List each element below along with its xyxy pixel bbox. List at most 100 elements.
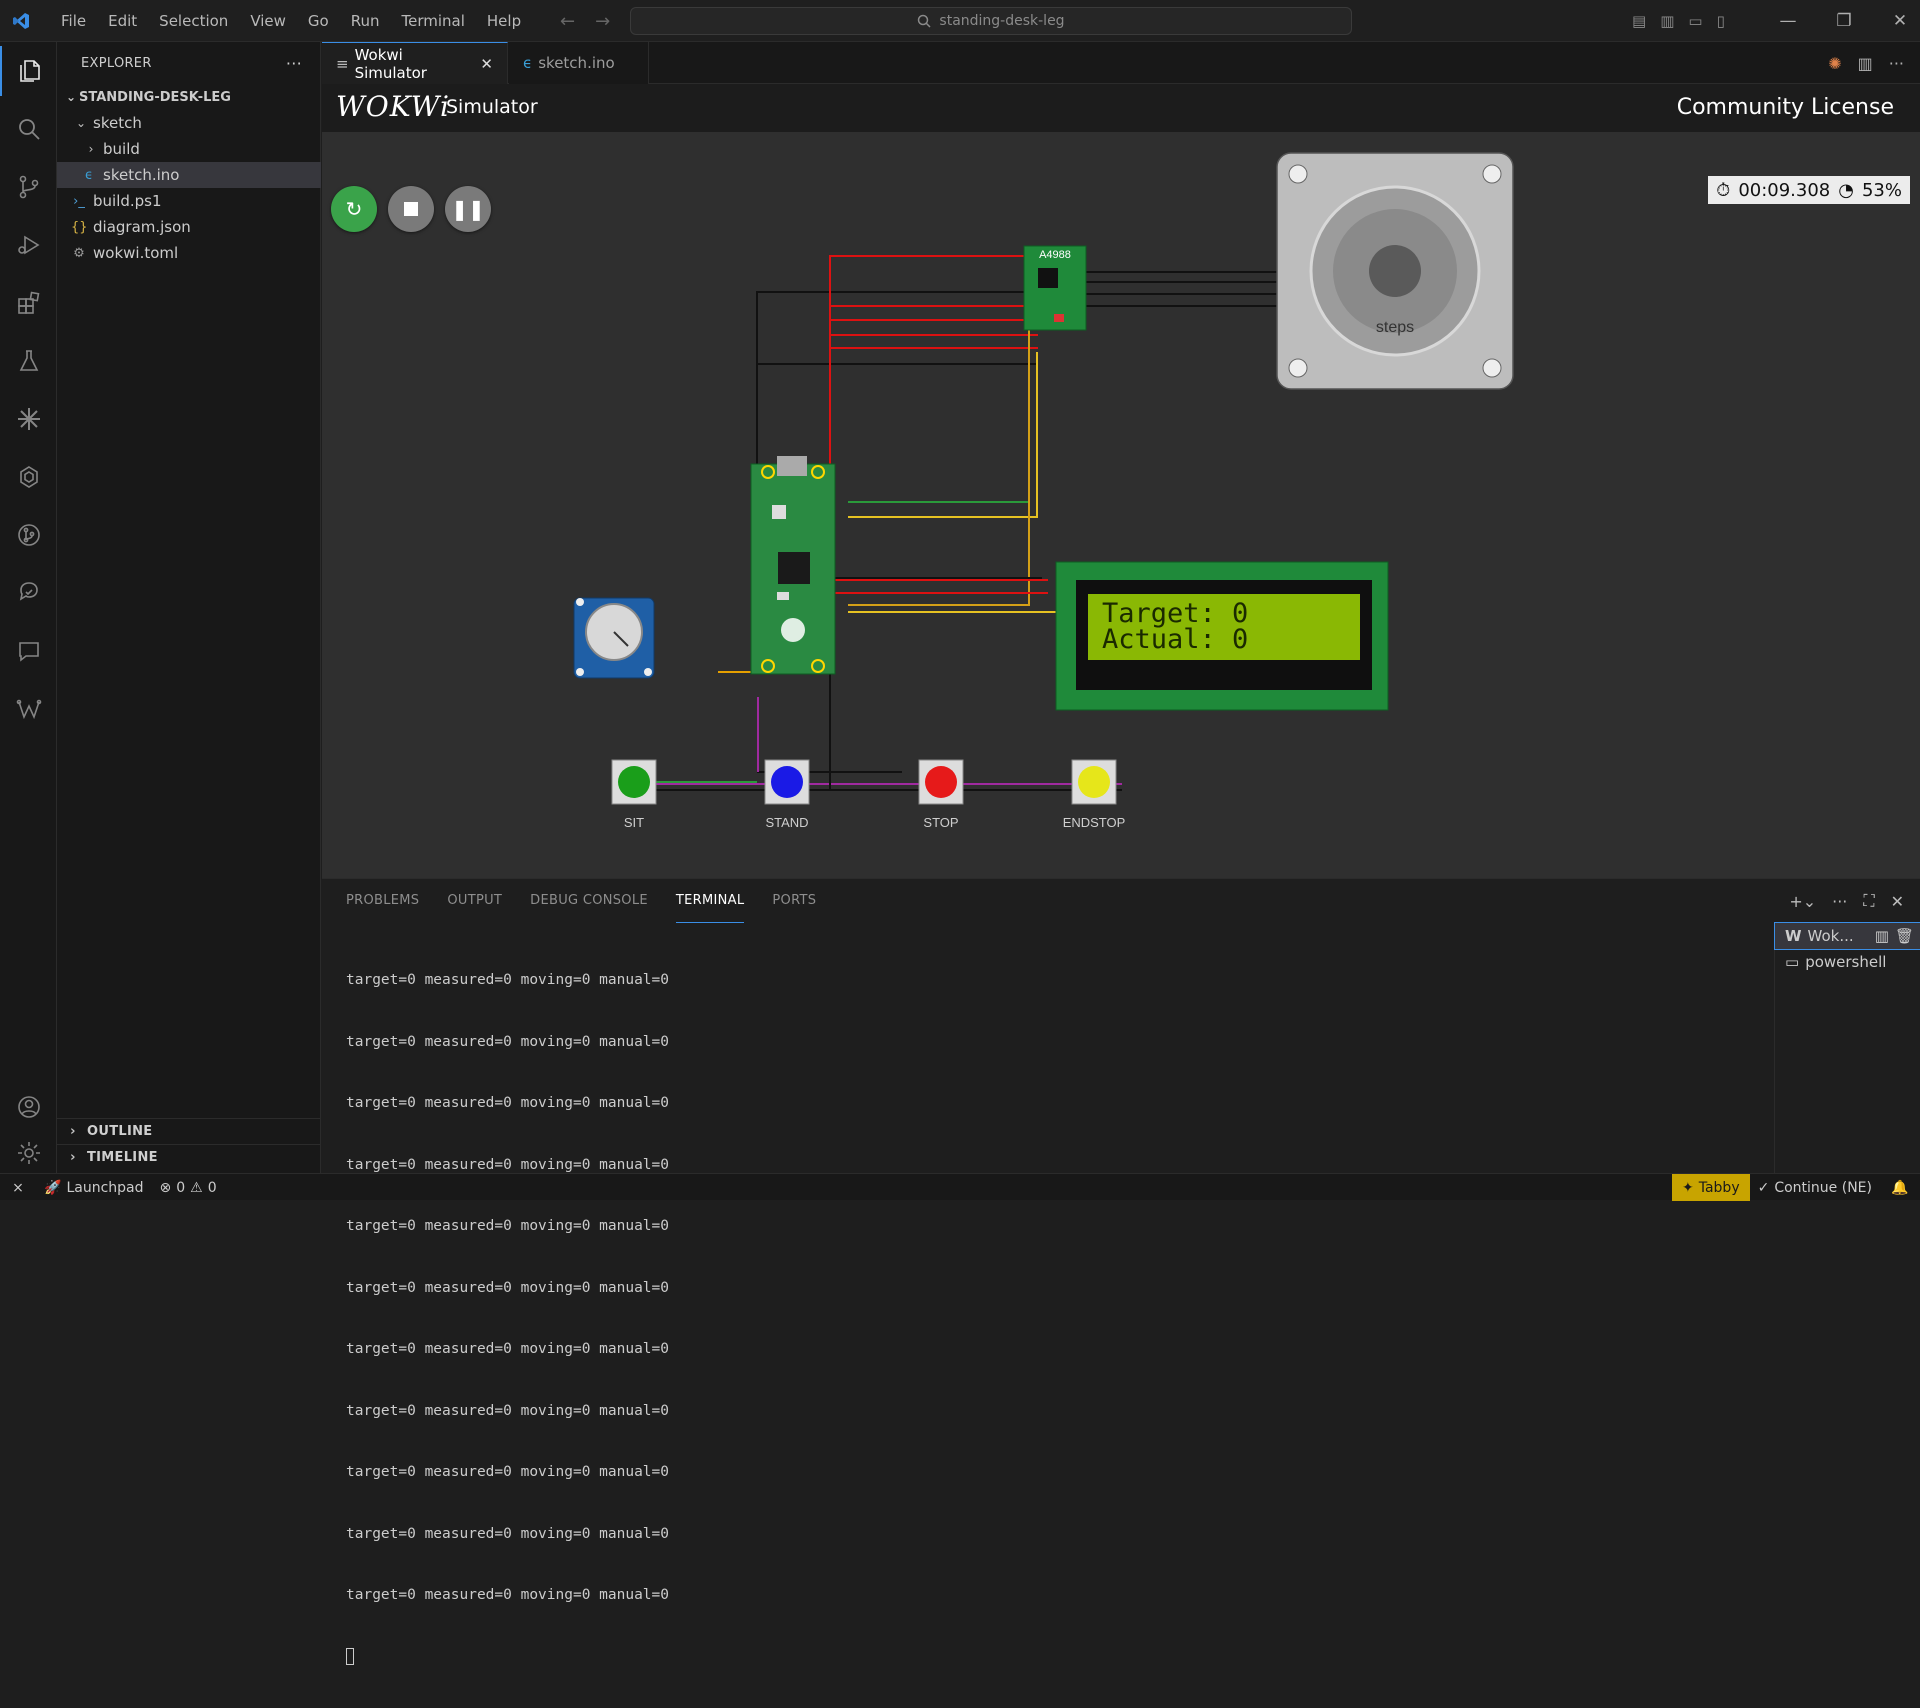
launchpad-label: Launchpad <box>66 1179 144 1196</box>
tree-item-wokwi-toml[interactable]: ⚙ wokwi.toml <box>57 240 321 266</box>
tree-item-diagram-json[interactable]: {} diagram.json <box>57 214 321 240</box>
git-graph-icon[interactable] <box>0 510 57 560</box>
tree-item-sketch[interactable]: ⌄ sketch <box>57 110 321 136</box>
remote-explorer-icon[interactable] <box>0 568 57 618</box>
tab-terminal[interactable]: TERMINAL <box>675 879 745 923</box>
activity-bar <box>0 42 57 1173</box>
license-label: Community License <box>1676 95 1894 120</box>
tree-item-label: sketch <box>93 114 142 132</box>
tree-item-label: build <box>103 140 140 158</box>
back-arrow-icon[interactable]: ← <box>560 10 576 32</box>
search-icon[interactable] <box>0 104 57 154</box>
restart-icon: ↻ <box>345 197 363 221</box>
potentiometer[interactable] <box>573 597 655 679</box>
a4988-driver[interactable]: A4988 <box>1023 245 1087 331</box>
chat-icon[interactable] <box>0 626 57 676</box>
new-terminal-icon[interactable]: +⌄ <box>1789 891 1817 911</box>
continue-status[interactable]: ✓ Continue (NE) <box>1750 1174 1880 1201</box>
tab-output[interactable]: OUTPUT <box>447 893 503 908</box>
motor-label: steps <box>1376 319 1414 336</box>
terminal-line: target=0 measured=0 moving=0 manual=0 <box>346 1464 670 1480</box>
launchpad-item[interactable]: 🚀 Launchpad <box>36 1174 152 1201</box>
chevron-right-icon: › <box>70 1124 76 1139</box>
arduino-file-icon: ϵ <box>85 167 93 183</box>
menu-file[interactable]: File <box>61 12 87 30</box>
wokwi-logo: WOKWi <box>336 90 450 123</box>
terminal-cursor <box>346 1648 354 1665</box>
close-window-icon[interactable]: ✕ <box>1892 11 1908 31</box>
problems-status[interactable]: ⊗ 0 ⚠ 0 <box>152 1174 225 1201</box>
menu-view[interactable]: View <box>250 12 286 30</box>
explorer-icon[interactable] <box>0 46 57 96</box>
raspberry-pi-pico[interactable] <box>750 456 836 675</box>
tab-wokwi-simulator[interactable]: ≡ Wokwi Simulator ✕ <box>322 42 508 84</box>
timeline-section[interactable]: › TIMELINE <box>57 1144 321 1170</box>
tree-item-sketch-ino[interactable]: ϵ sketch.ino <box>57 162 321 188</box>
trash-icon[interactable]: 🗑 <box>1894 927 1914 945</box>
wokwi-icon[interactable] <box>0 684 57 734</box>
command-center-search[interactable]: standing-desk-leg <box>630 7 1352 35</box>
tabby-status[interactable]: ✦ Tabby <box>1672 1174 1750 1201</box>
menu-selection[interactable]: Selection <box>159 12 229 30</box>
testing-flask-icon[interactable] <box>0 336 57 386</box>
claude-sparkle-icon[interactable]: ✺ <box>1828 53 1842 73</box>
preview-icon: ≡ <box>336 54 349 73</box>
simulation-status: ⏱ 00:09.308 ◔ 53% <box>1708 176 1910 204</box>
remote-indicator-icon[interactable]: ⨯ <box>12 1179 24 1196</box>
menu-go[interactable]: Go <box>307 12 329 30</box>
terminal-item-powershell[interactable]: ▭ powershell <box>1775 949 1920 975</box>
outline-section[interactable]: › OUTLINE <box>57 1118 321 1144</box>
menu-edit[interactable]: Edit <box>108 12 138 30</box>
minimize-icon[interactable]: — <box>1779 11 1797 31</box>
stop-button[interactable] <box>388 186 434 232</box>
tab-problems[interactable]: PROBLEMS <box>346 893 420 908</box>
extensions-icon[interactable] <box>0 278 57 328</box>
toggle-secondary-sidebar-icon[interactable]: ▯ <box>1716 12 1725 30</box>
more-actions-icon[interactable]: ··· <box>285 53 302 73</box>
menu-help[interactable]: Help <box>486 12 522 30</box>
notifications-bell-icon[interactable]: 🔔 <box>1891 1179 1909 1196</box>
menu-terminal[interactable]: Terminal <box>401 12 465 30</box>
stop-icon <box>404 202 418 216</box>
toggle-sidebar-icon[interactable]: ▥ <box>1660 12 1675 30</box>
more-actions-icon[interactable]: ··· <box>1888 53 1904 73</box>
button-label-stand: STAND <box>765 815 808 830</box>
menu-run[interactable]: Run <box>350 12 380 30</box>
pause-button[interactable]: ❚❚ <box>445 186 491 232</box>
close-tab-icon[interactable]: ✕ <box>480 54 493 73</box>
terminal-item-wokwi[interactable]: W Wok... ▥ 🗑 <box>1774 922 1920 950</box>
terminal-output[interactable]: target=0 measured=0 moving=0 manual=0 ta… <box>346 929 1746 1708</box>
terminal-line: target=0 measured=0 moving=0 manual=0 <box>346 1033 670 1050</box>
button-cap <box>771 766 803 798</box>
source-control-icon[interactable] <box>0 162 57 212</box>
terminal-icon: ▭ <box>1785 953 1800 971</box>
tree-item-build[interactable]: › build <box>57 136 321 162</box>
restart-button[interactable]: ↻ <box>331 186 377 232</box>
forward-arrow-icon[interactable]: → <box>595 10 611 32</box>
claude-sparkle-icon[interactable] <box>0 394 57 444</box>
tree-item-build-ps1[interactable]: ›_ build.ps1 <box>57 188 321 214</box>
error-icon: ⊗ <box>159 1179 172 1196</box>
split-terminal-icon[interactable]: ▥ <box>1874 927 1889 945</box>
split-editor-icon[interactable]: ▥ <box>1857 53 1873 73</box>
push-button-stop[interactable]: STOP <box>918 759 964 830</box>
accounts-icon[interactable] <box>0 1082 57 1132</box>
settings-gear-icon[interactable] <box>0 1128 57 1178</box>
push-button-endstop[interactable]: ENDSTOP <box>1063 759 1126 830</box>
openai-icon[interactable] <box>0 452 57 502</box>
chevron-down-icon: ⌄ <box>65 90 77 104</box>
project-root-folder[interactable]: ⌄ STANDING-DESK-LEG <box>57 84 321 110</box>
customize-layout-icon[interactable]: ▤ <box>1632 12 1647 30</box>
stepper-motor[interactable]: steps <box>1276 152 1514 390</box>
run-debug-icon[interactable] <box>0 220 57 270</box>
push-button-stand[interactable]: STAND <box>764 759 810 830</box>
tab-debug-console[interactable]: DEBUG CONSOLE <box>530 893 648 908</box>
tab-sketch-ino[interactable]: ϵ sketch.ino <box>509 42 649 84</box>
maximize-panel-icon[interactable]: ⛶ <box>1863 891 1875 910</box>
toggle-panel-icon[interactable]: ▭ <box>1688 12 1703 30</box>
push-button-sit[interactable]: SIT <box>611 759 657 830</box>
more-actions-icon[interactable]: ··· <box>1832 891 1848 911</box>
close-panel-icon[interactable]: ✕ <box>1890 891 1904 911</box>
restore-icon[interactable]: ❐ <box>1836 11 1852 31</box>
tab-ports[interactable]: PORTS <box>772 893 817 908</box>
